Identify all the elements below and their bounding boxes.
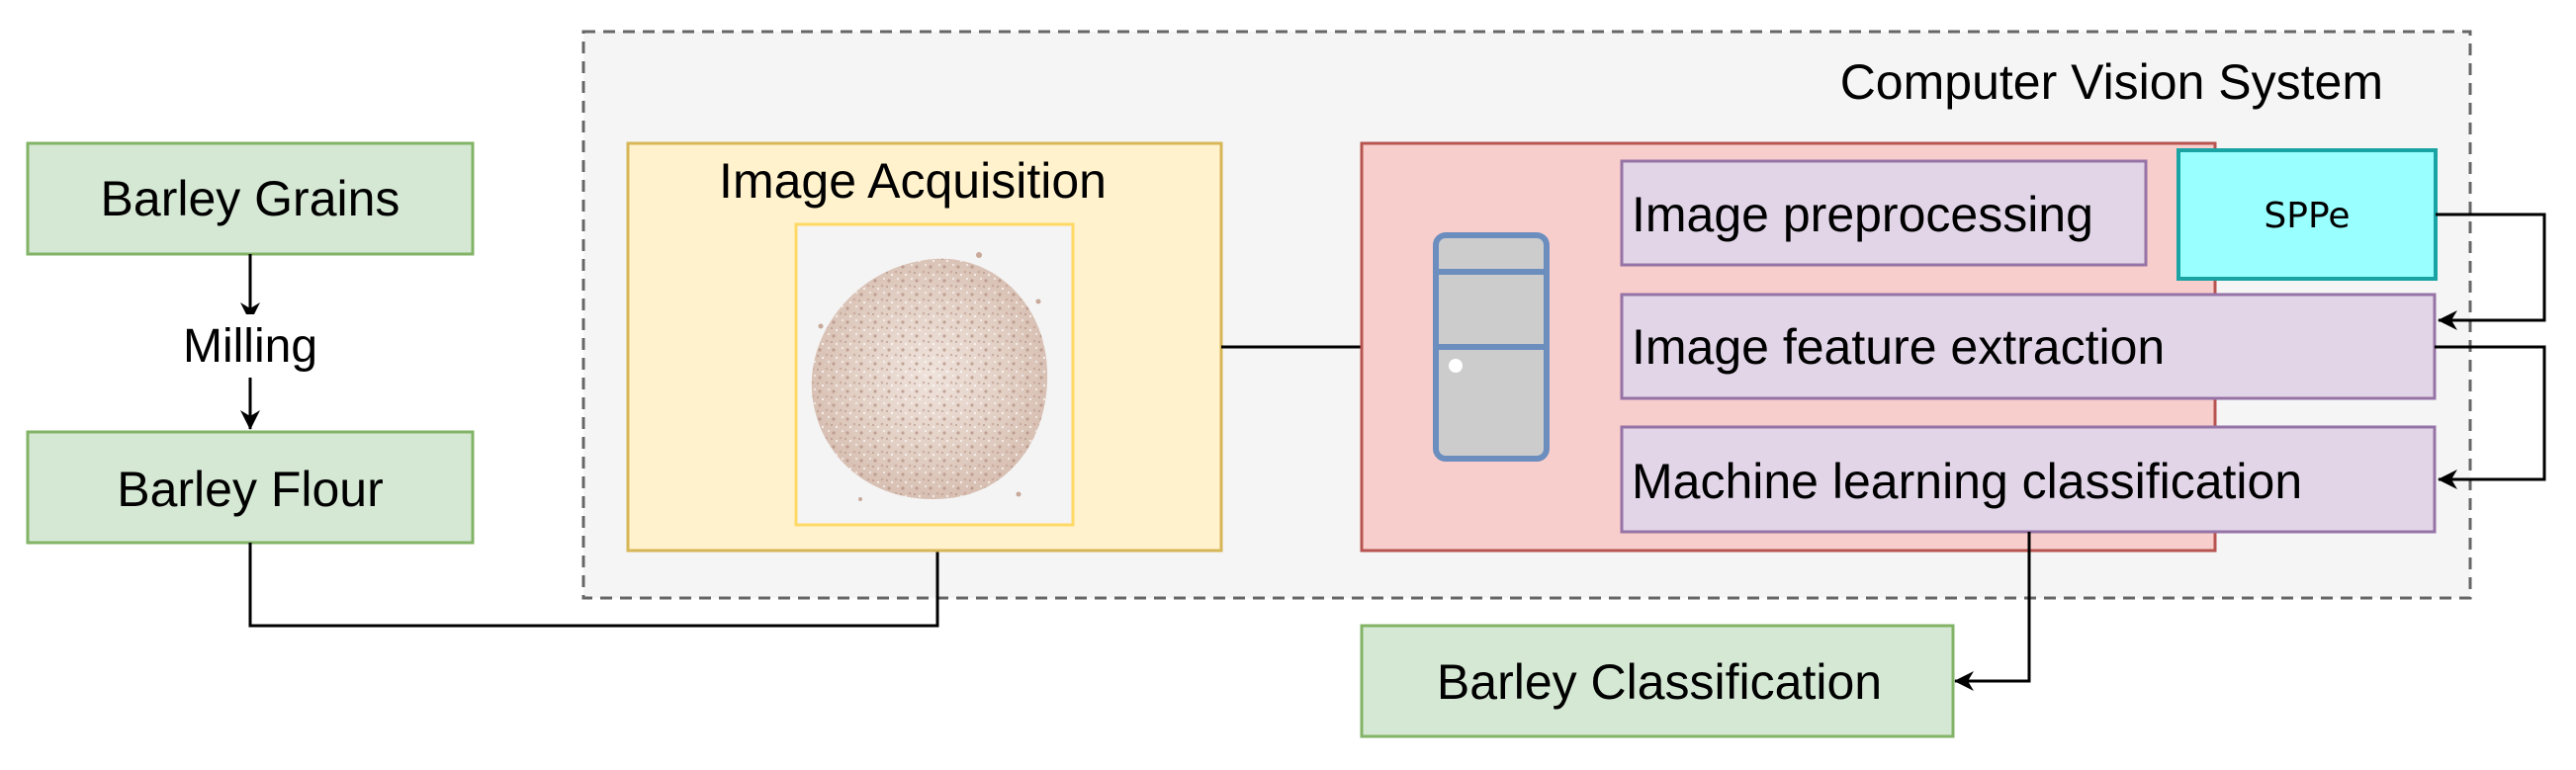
image-acquisition-title: Image Acquisition [719,153,1107,209]
sppe-to-feature-extraction-arrow [2436,213,2546,330]
classification-to-output-arrow [1954,532,2031,691]
barley-classification-label: Barley Classification [1437,654,1882,710]
barley-flour-label: Barley Flour [117,462,384,517]
flour-to-acquisition-arrow [248,529,947,628]
image-feature-extraction-label: Image feature extraction [1632,319,2165,375]
flour-sample-image [794,222,1075,527]
milling-label: Milling [183,320,317,373]
milling-label-background [148,314,352,378]
image-feature-extraction-box [1620,293,2437,400]
sppe-label: SPPe [2264,196,2350,236]
barley-grains-box [26,141,475,256]
image-preprocessing-box [1620,159,2148,267]
machine-learning-classification-box [1620,425,2437,534]
feature-extraction-to-classification-arrow [2435,345,2546,489]
barley-grains-label: Barley Grains [101,171,400,226]
sppe-box [2176,148,2438,281]
server-icon [1433,232,1550,462]
machine-learning-classification-label: Machine learning classification [1632,454,2302,509]
computer-vision-system-title: Computer Vision System [1840,54,2383,110]
barley-classification-box [1360,624,1955,738]
image-preprocessing-label: Image preprocessing [1632,187,2093,242]
